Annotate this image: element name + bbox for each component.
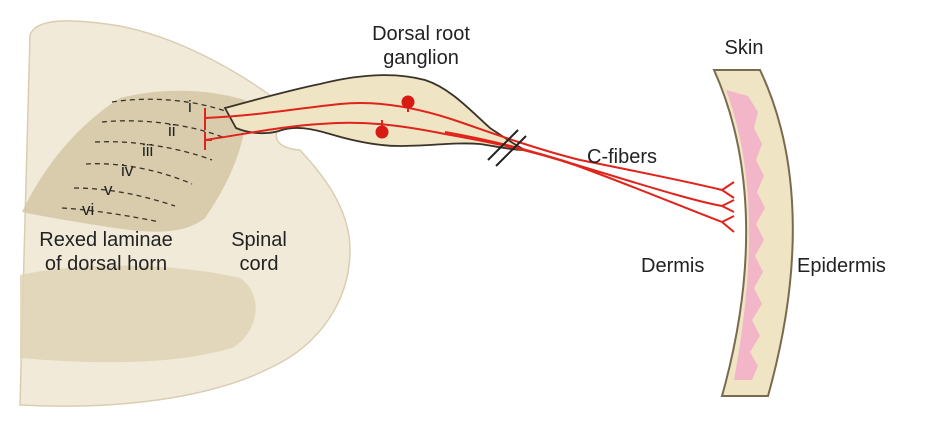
label-dorsal-root-ganglion-line1: Dorsal root: [372, 23, 470, 45]
free-nerve-ending-middle: [722, 200, 734, 212]
ventral-horn: [20, 266, 256, 363]
label-c-fibers: C-fibers: [587, 146, 657, 168]
lamina-label-i: i: [188, 97, 192, 116]
cell-body-upper: [402, 96, 415, 109]
label-spinal-cord-line1: Spinal: [231, 229, 287, 251]
free-nerve-ending-lower: [722, 216, 734, 232]
cell-body-lower: [376, 126, 389, 139]
lamina-label-iii: iii: [142, 141, 153, 160]
label-rexed-laminae-line1: Rexed laminae: [39, 229, 172, 251]
label-skin: Skin: [725, 37, 764, 59]
spinal-cord: [20, 21, 350, 406]
label-rexed-laminae-line2: of dorsal horn: [45, 253, 167, 275]
free-nerve-ending-upper: [722, 182, 734, 198]
lamina-label-ii: ii: [168, 121, 176, 140]
label-epidermis: Epidermis: [797, 255, 886, 277]
lamina-label-v: v: [104, 180, 113, 199]
label-dermis: Dermis: [641, 255, 704, 277]
skin-strip: [714, 70, 793, 396]
lamina-label-vi: vi: [82, 200, 94, 219]
lamina-label-iv: iv: [121, 161, 134, 180]
label-spinal-cord-line2: cord: [240, 253, 279, 275]
label-dorsal-root-ganglion-line2: ganglion: [383, 47, 459, 69]
